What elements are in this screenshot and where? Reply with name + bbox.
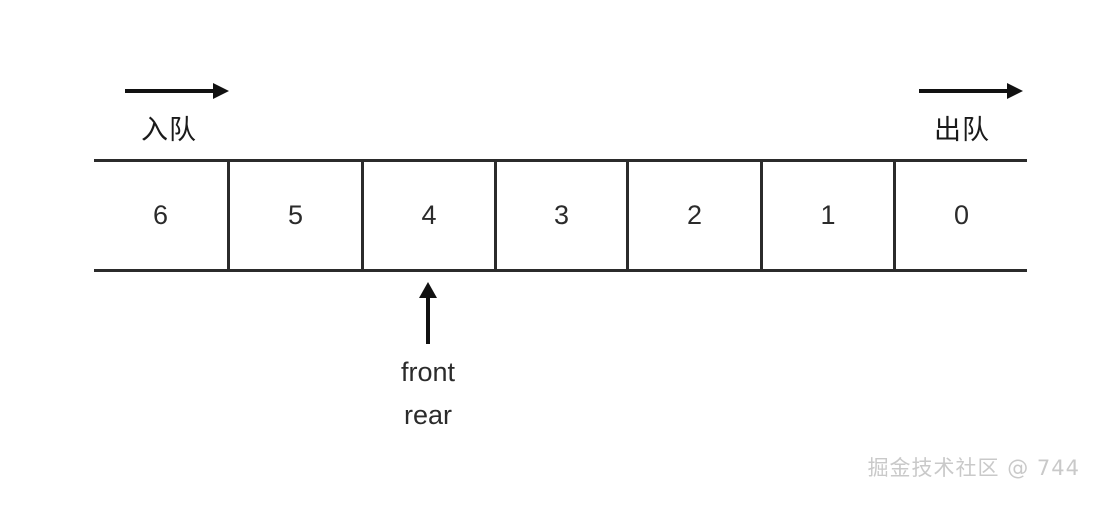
pointer-arrow-up-icon	[419, 282, 437, 344]
enqueue-label: 入队	[141, 115, 197, 146]
arrow-shaft	[426, 293, 430, 344]
arrow-shaft	[125, 89, 215, 93]
enqueue-arrow-right-icon	[125, 80, 229, 102]
queue-cell: 6	[152, 200, 169, 230]
dequeue-label: 出队	[934, 115, 990, 146]
watermark: 掘金技术社区 @ 744	[867, 456, 1080, 480]
queue-cell: 1	[760, 162, 893, 269]
arrow-head	[1007, 83, 1023, 99]
queue-cell: 5	[227, 162, 361, 269]
queue-cell: 4	[361, 162, 494, 269]
rear-pointer-label: rear	[403, 400, 452, 430]
arrow-head	[213, 83, 229, 99]
queue-cell: 3	[494, 162, 626, 269]
dequeue-arrow-right-icon	[919, 80, 1023, 102]
arrow-shaft	[919, 89, 1009, 93]
queue-cell: 2	[626, 162, 760, 269]
queue-cell: 0	[893, 162, 1027, 269]
arrow-head	[419, 282, 437, 298]
front-pointer-label: front	[400, 357, 456, 387]
queue-table: 6 5 4 3 2 1 0	[94, 159, 1027, 272]
